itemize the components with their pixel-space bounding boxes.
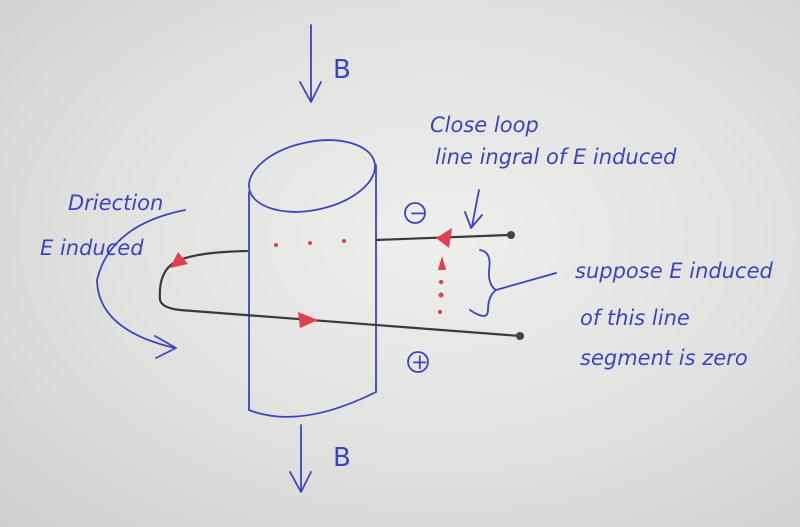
arrowhead-top [436,228,452,248]
brace [469,249,557,317]
terminal-top [507,231,515,239]
b-field-arrow-top [299,24,322,103]
terminal-bottom [516,332,524,340]
direction-label-1: Driection [68,191,163,215]
b-label-bottom: B [333,443,351,473]
minus-terminal-symbol: − [404,201,427,225]
wire-loop [158,231,524,340]
suppose-label-1: suppose E induced [575,259,773,283]
close-loop-label-1: Close loop [430,113,539,137]
pointer-arrow [464,189,483,229]
svg-text:−: − [409,201,427,225]
direction-curved-arrow [96,209,186,359]
field-direction-markers [170,228,452,328]
arrowhead-left [170,252,188,268]
close-loop-label-2: line ingral of E induced [435,145,677,169]
b-field-arrow-bottom [289,424,312,493]
b-label-top: B [333,55,351,85]
suppose-label-3: segment is zero [580,346,748,370]
arrowhead-vertical [438,256,446,270]
arrowhead-bottom [298,312,318,328]
suppose-label-2: of this line [580,306,690,330]
direction-label-2: E induced [40,236,144,260]
svg-text:+: + [411,350,429,374]
cylinder [248,139,377,418]
plus-terminal-symbol: + [407,350,429,374]
